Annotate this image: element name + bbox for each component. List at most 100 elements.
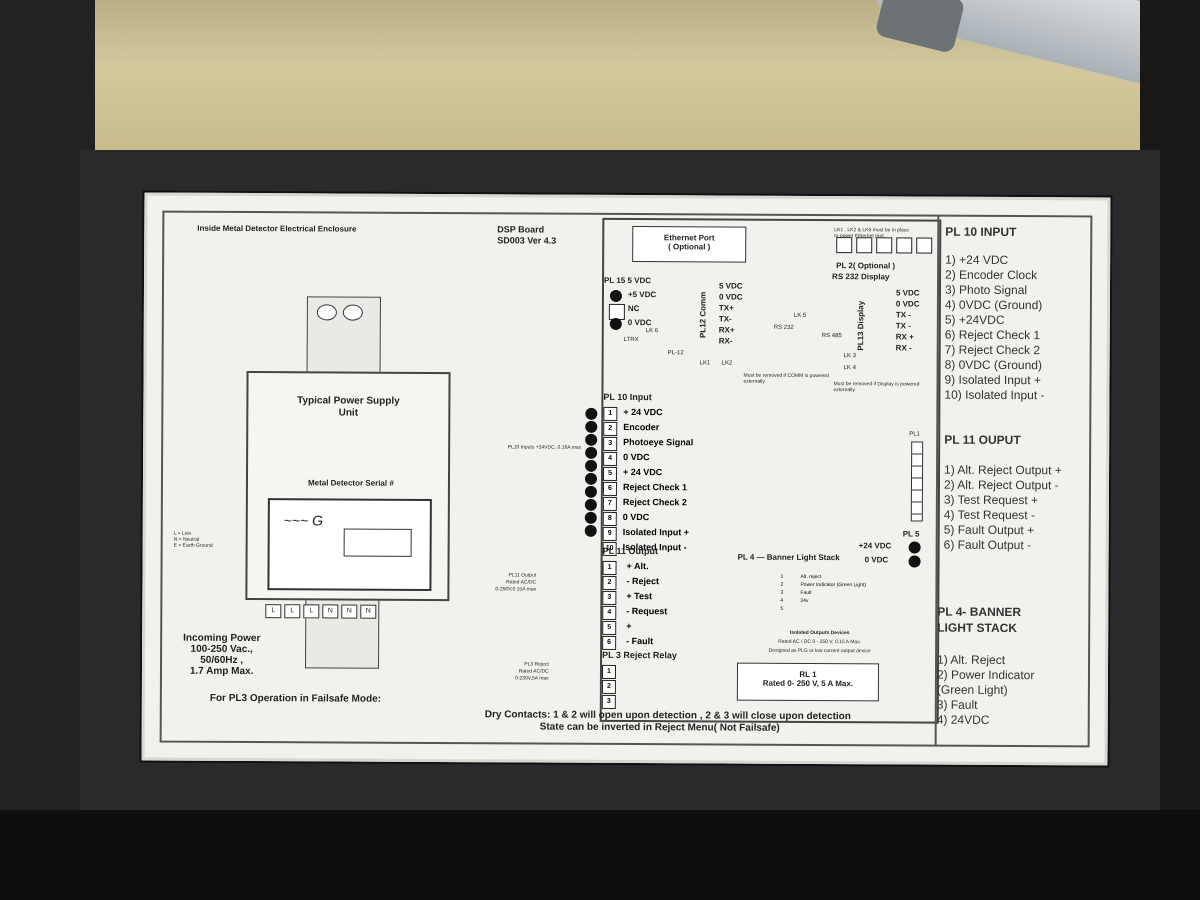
pin-number: 2 xyxy=(603,421,618,436)
legend-item: 7) Reject Check 2 xyxy=(944,342,1041,358)
dry-contacts-note-2: State can be inverted in Reject Menu( No… xyxy=(539,721,780,734)
pl10-title: PL 10 Input xyxy=(603,391,652,403)
pl5-pin xyxy=(908,555,921,568)
pl3-side-note: PL3 Reject Rated AC/DC 0-230V,5A max xyxy=(515,661,549,682)
psu-terminal-row: L L L N N N xyxy=(265,604,377,619)
pl11-pin-label: + Alt. xyxy=(626,561,649,572)
rs485-label: RS 485 xyxy=(821,333,842,340)
pl1-label: PL1 xyxy=(909,431,920,438)
pl13-pin-label: RX + xyxy=(895,332,914,342)
legend-item: 5) Fault Output + xyxy=(943,522,1035,538)
legend-item: 2) Encoder Clock xyxy=(945,267,1038,283)
lk1-label: LK1 xyxy=(699,360,711,367)
pl4-pin-label: Alt. reject xyxy=(800,573,822,581)
pl11-pin-label: - Reject xyxy=(626,576,660,587)
display-screen xyxy=(343,528,412,557)
pin-number: 5 xyxy=(602,620,617,635)
pl4-pin-label: Fault xyxy=(800,589,812,596)
legend-item: 5) +24VDC xyxy=(944,312,1005,327)
pl10-pin xyxy=(584,524,597,537)
board-version: SD003 Ver 4.3 xyxy=(497,235,557,246)
pl10-side-note: PL10 Inputs +24VDC, 0.16A max xyxy=(507,444,582,451)
legend-column: PL 10 INPUT 1) +24 VDC 2) Encoder Clock … xyxy=(934,214,1095,748)
incoming-power-line: 100-250 Vac., xyxy=(190,643,253,656)
pin-number: 1 xyxy=(601,664,617,679)
pin-number: 1 xyxy=(603,406,618,421)
pl11-pin-labels: 1+ Alt. 2- Reject 3+ Test 4- Request 5+ … xyxy=(602,560,667,650)
ethernet-port: Ethernet Port ( Optional ) xyxy=(632,226,747,263)
pl10-pin-label: Reject Check 1 xyxy=(622,481,688,493)
legend-item: 9) Isolated Input + xyxy=(944,372,1041,388)
psu-terminal: L xyxy=(265,604,282,619)
pl2-label: PL 2( Optional ) xyxy=(836,261,896,271)
pin-number: 2 xyxy=(602,575,617,590)
pl5-pin-label: +24 VDC xyxy=(858,541,892,551)
pl12-pins: 5 VDC 0 VDC TX+ TX- RX+ RX- xyxy=(719,280,743,346)
rl1-relay-box: RL 1 Rated 0- 250 V, 5 A Max. xyxy=(736,662,880,702)
isolated-note-line: Designed as PLG or low current output de… xyxy=(768,647,871,655)
pl12-pin-label: 0 VDC xyxy=(718,292,743,302)
legend-item: 6) Fault Output - xyxy=(943,537,1032,553)
lk-comm-note: Must be removed if COMM is powered exter… xyxy=(743,372,829,385)
legend-item: 4) 0VDC (Ground) xyxy=(944,297,1043,313)
pl10-pin xyxy=(584,485,597,498)
pl10-pin-label: 0 VDC xyxy=(622,511,650,523)
psu-legend: L = Live N = Neutral E = Earth Ground xyxy=(174,531,213,549)
psu-terminal: N xyxy=(360,604,377,619)
pl13-pin-label: 0 VDC xyxy=(895,299,920,309)
pl12-pin-label: RX+ xyxy=(718,325,735,335)
pl11-pin-label: - Fault xyxy=(626,636,654,647)
lk-display-note: Must be removed if Display is powered ex… xyxy=(833,381,920,394)
power-supply-unit: Typical Power Supply Unit Metal Detector… xyxy=(245,371,451,602)
lk2-label: LK2 xyxy=(721,360,733,367)
incoming-power-line: 1.7 Amp Max. xyxy=(189,665,254,678)
legend-item: (Green Light) xyxy=(936,682,1008,698)
enclosure-title: Inside Metal Detector Electrical Enclosu… xyxy=(197,223,357,234)
pl11-title: PL 11 Output xyxy=(602,545,658,557)
pl13-pin-label: RX - xyxy=(895,343,912,353)
legend-item: 2) Alt. Reject Output - xyxy=(943,477,1059,493)
pl12-pin-label: RX- xyxy=(718,336,733,346)
pl12-pin-label: TX- xyxy=(718,314,732,324)
lk6-label: LK 6 xyxy=(645,328,659,335)
pl10-pin-label: Encoder xyxy=(623,421,660,433)
pl10-pin-label: Reject Check 2 xyxy=(622,496,687,508)
pl12-comm-label: PL12 Comm xyxy=(698,291,708,339)
pl11-side-note: PL11 Output Rated AC/DC 0-250V,0.15A max xyxy=(495,572,536,593)
legend-item: 8) 0VDC (Ground) xyxy=(944,357,1043,373)
pl10-pin xyxy=(585,433,598,446)
pl11-side-line: 0-250V,0.15A max xyxy=(495,586,537,593)
legend-item: 1) Alt. Reject xyxy=(937,652,1006,667)
legend-item: 3) Fault xyxy=(936,697,978,712)
pl10-legend-list: 1) +24 VDC 2) Encoder Clock 3) Photo Sig… xyxy=(944,253,1045,404)
pl13-pin-label: 5 VDC xyxy=(895,288,920,298)
isolated-outputs-note: Isolated Outputs Devices Rated AC / DC 0… xyxy=(732,629,907,657)
pl10-pin-label: + 24 VDC xyxy=(623,466,663,478)
pl10-pin-label: 0 VDC xyxy=(623,451,650,463)
board-title: DSP Board xyxy=(497,224,545,235)
pl13-pin-label: TX - xyxy=(895,310,911,320)
lk5-label: LK 5 xyxy=(793,312,807,319)
pl4-title: PL 4 — Banner Light Stack xyxy=(737,552,840,563)
display-logo: ~~~ G xyxy=(283,512,324,529)
lk3-label: LK 3 xyxy=(843,353,857,360)
pl10-pin xyxy=(584,472,598,485)
legend-item: 1) Alt. Reject Output + xyxy=(944,462,1062,478)
pin-number: 3 xyxy=(601,694,616,709)
ethernet-optional-label: ( Optional ) xyxy=(668,242,711,252)
pin-number: 1 xyxy=(602,560,617,575)
pl13-display-label: PL13 Display xyxy=(856,300,866,351)
psu-terminal: L xyxy=(284,604,301,619)
pl11-legend-heading: PL 11 OUPUT xyxy=(944,432,1021,448)
pin-number: 5 xyxy=(602,466,618,481)
pl15-pin-label: NC xyxy=(627,304,640,314)
pl2-pin xyxy=(896,237,913,254)
screw-terminal xyxy=(342,304,363,321)
ltrx-label: LTRX xyxy=(623,336,639,344)
legend-item: 3) Photo Signal xyxy=(944,282,1028,298)
pl10-pin xyxy=(585,420,598,433)
rl1-rating: Rated 0- 250 V, 5 A Max. xyxy=(762,678,854,689)
psu-terminal: N xyxy=(322,604,339,619)
